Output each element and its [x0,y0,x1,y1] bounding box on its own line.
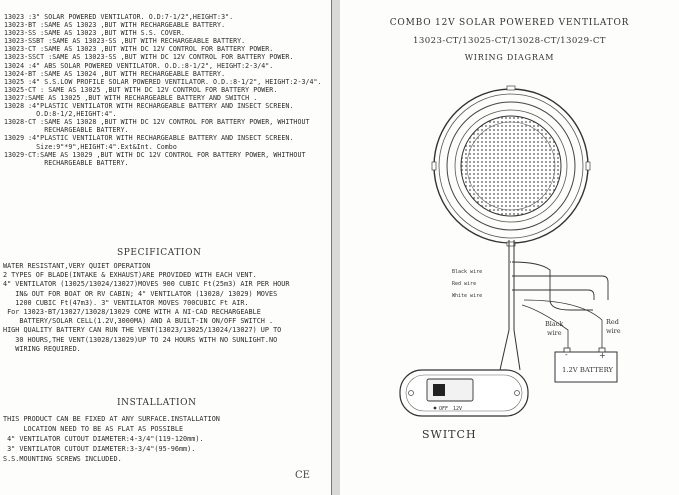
installation-list: THIS PRODUCT CAN BE FIXED AT ANY SURFACE… [3,414,331,464]
install-line: S.S.MOUNTING SCREWS INCLUDED. [3,455,122,463]
spec-line: 2 TYPES OF BLADE(INTAKE & EXHAUST)ARE PR… [3,271,257,280]
spec-line: 4" VENTILATOR (13025/13024/13027)MOVES 9… [3,280,290,289]
battery-black-wire-label: wire [547,329,562,337]
ventilator-icon [431,85,591,247]
battery-red-wire-label: Red [606,318,619,326]
wiring-title-block: COMBO 12V SOLAR POWERED VENTILATOR 13023… [340,14,679,66]
page-edge-line [331,0,332,495]
model-line: Size:9"*9",HEIGHT:4".Ext&Int. Combo [4,142,177,151]
model-line: 13027:SAME AS 13025 ,BUT WITH RECHARGEAB… [4,93,258,102]
model-line: RECHARGEABLE BATTERY. [4,158,129,167]
model-line: 13023-SS :SAME AS 13023 ,BUT WITH S.S. C… [4,29,185,38]
model-line: 13028 :4"PLASTIC VENTILATOR WITH RECHARG… [4,102,294,111]
model-line: 13025-CT : SAME AS 13025 ,BUT WITH DC 12… [4,85,278,94]
wiring-models: 13023-CT/13025-CT/13028-CT/13029-CT [413,36,606,46]
red-wire-label: Red wire [452,281,476,287]
model-line: 13023-CT :SAME AS 13023 ,BUT WITH DC 12V… [4,45,274,54]
wiring-subtitle: WIRING DIAGRAM [464,53,555,62]
black-wire-label: Black wire [452,269,482,275]
install-line: 3" VENTILATOR CUTOUT DIAMETER:3-3/4"(95-… [3,445,196,453]
page-gutter [332,0,340,495]
model-line: 13024-BT :SAME AS 13024 ,BUT WITH RECHAR… [4,69,226,78]
spec-line: BATTERY/SOLAR CELL(1.2V,3000MA) AND A BU… [3,317,274,326]
spec-line: WIRING REQUIRED. [3,344,81,353]
left-page: 13023 :3" SOLAR POWERED VENTILATOR. O.D:… [0,0,332,495]
model-line: 13023 :3" SOLAR POWERED VENTILATOR. O.D:… [4,13,234,21]
model-line: 13023-SSCT :SAME AS 13023-SS ,BUT WITH D… [4,53,294,62]
model-line: 13024 :4" ABS SOLAR POWERED VENTILATOR. … [4,61,274,70]
wiring-title: COMBO 12V SOLAR POWERED VENTILATOR [389,18,630,28]
ce-mark: CE [295,470,310,481]
specification-heading: SPECIFICATION [117,248,202,258]
model-line: 13023-SSBT :SAME AS 13023-SS ,BUT WITH R… [4,37,246,46]
model-line: RECHARGEABLE BATTERY. [4,126,129,135]
battery-positive: + [599,351,606,360]
model-line: 13023-BT :SAME AS 13023 ,BUT WITH RECHAR… [4,21,226,30]
model-line: 13028-CT :SAME AS 13028 ,BUT WITH DC 12V… [4,118,310,127]
spec-line: 30 HOURS,THE VENT(13028/13029)UP TO 24 H… [3,335,278,344]
switch-voltage-label: 12V [453,406,462,412]
model-list: 13023 :3" SOLAR POWERED VENTILATOR. O.D:… [4,13,330,167]
spec-line: IN& OUT FOR BOAT OR RV CABIN; 4" VENTILA… [3,289,278,298]
cable [499,240,609,371]
battery-icon [554,347,618,383]
install-line: LOCATION NEED TO BE AS FLAT AS POSSIBLE [3,425,184,433]
switch-label: SWITCH [422,428,477,441]
spec-line: HIGH QUALITY BATTERY CAN RUN THE VENT(13… [3,326,282,335]
wiring-diagram: Black wire Red wire White wire Black wir… [399,85,621,441]
spec-line: 1200 CUBIC Ft(47m3). 3" VENTILATOR MOVES… [3,298,249,307]
spec-line: WATER RESISTANT,VERY QUIET OPERATION [3,262,151,270]
spec-line: For 13023-BT/13027/13028/13029 COME WITH… [3,308,261,317]
white-wire-label: White wire [452,293,482,299]
battery-red-wire-label: wire [606,327,621,335]
model-line: 13025 :4" S.S.LOW PROFILE SOLAR POWERED … [4,77,322,86]
specification-list: WATER RESISTANT,VERY QUIET OPERATION 2 T… [3,262,331,354]
installation-heading: INSTALLATION [117,398,197,408]
switch-icon [399,369,529,417]
install-line: 4" VENTILATOR CUTOUT DIAMETER:4-3/4"(119… [3,435,204,443]
model-line: 13029-CT:SAME AS 13029 ,BUT WITH DC 12V … [4,150,306,159]
install-line: THIS PRODUCT CAN BE FIXED AT ANY SURFACE… [3,415,220,423]
model-line: O.D:8-1/2,HEIGHT:4". [4,110,117,119]
model-line: 13029 :4"PLASTIC VENTILATOR WITH RECHARG… [4,134,294,143]
switch-off-label: OFF [439,406,448,412]
battery-negative: - [565,350,568,359]
battery-label: 1.2V BATTERY [562,366,613,374]
battery-black-wire-label: Black [545,320,563,328]
